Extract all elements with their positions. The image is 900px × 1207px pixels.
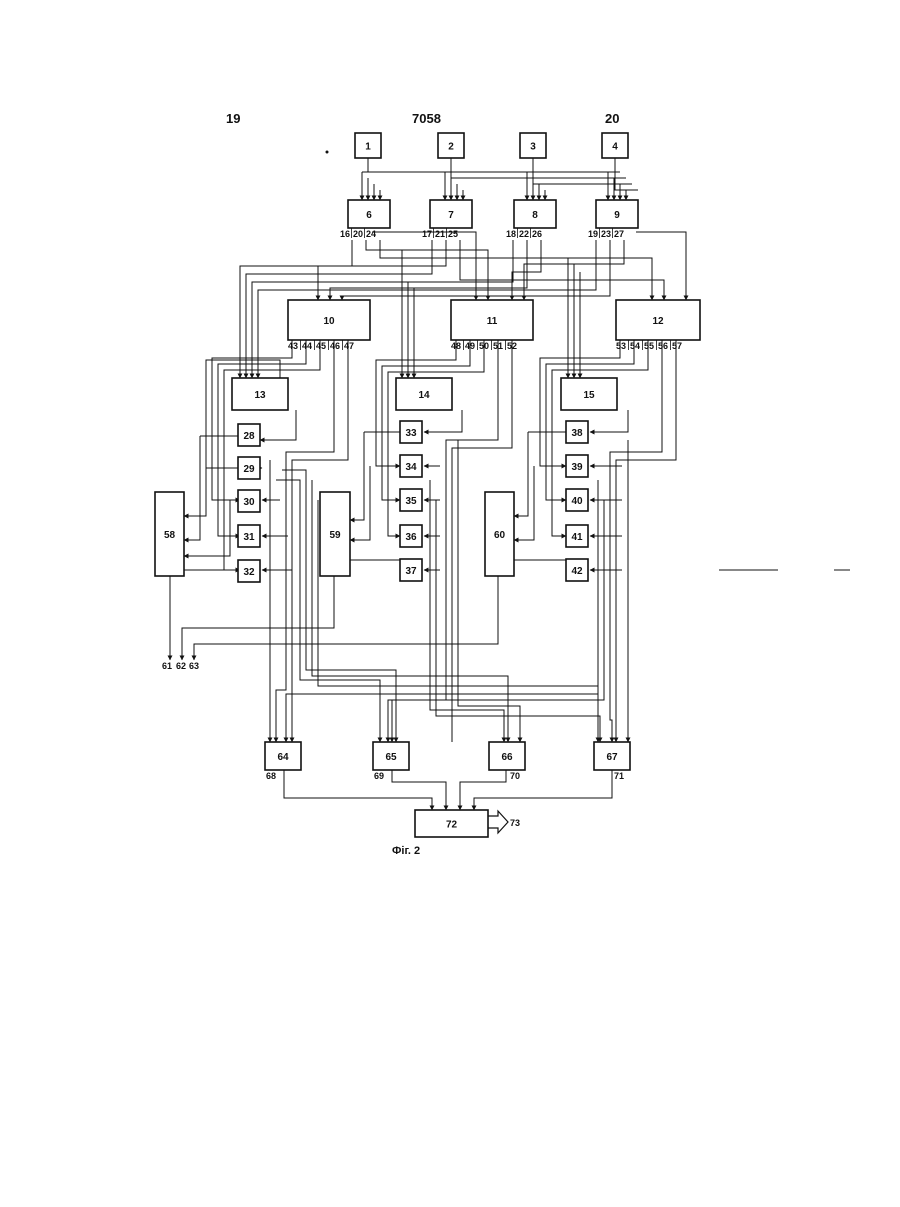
pin-49-label: 49 — [465, 341, 475, 351]
block-65-label: 65 — [385, 752, 397, 763]
pin-24-label: 24 — [366, 229, 376, 239]
pin-19-label: 19 — [588, 229, 598, 239]
pin-17-label: 17 — [422, 229, 432, 239]
block-29-label: 29 — [243, 464, 255, 475]
block-60-label: 60 — [494, 530, 506, 541]
pin-16-label: 16 — [340, 229, 350, 239]
block-1-label: 1 — [365, 142, 371, 153]
pin-50-label: 50 — [479, 341, 489, 351]
block-41-label: 41 — [571, 532, 583, 543]
pin-55-label: 55 — [644, 341, 654, 351]
block-13-label: 13 — [254, 390, 266, 401]
block-12-label: 12 — [652, 316, 664, 327]
pin-57-label: 57 — [672, 341, 682, 351]
block-33-label: 33 — [405, 428, 417, 439]
block-38-label: 38 — [571, 428, 583, 439]
pin-21-label: 21 — [435, 229, 445, 239]
block-30-label: 30 — [243, 497, 255, 508]
block-8-label: 8 — [532, 210, 538, 221]
block-10-label: 10 — [323, 316, 335, 327]
pin-26-label: 26 — [532, 229, 542, 239]
pin-53-label: 53 — [616, 341, 626, 351]
pin-43-label: 43 — [288, 341, 298, 351]
block-34-label: 34 — [405, 462, 417, 473]
block-31-label: 31 — [243, 532, 255, 543]
pin-25-label: 25 — [448, 229, 458, 239]
pin-27-label: 27 — [614, 229, 624, 239]
output-70-label: 70 — [510, 771, 520, 781]
block-7-label: 7 — [448, 210, 454, 221]
pin-51-label: 51 — [493, 341, 503, 351]
block-58-label: 58 — [164, 530, 176, 541]
pin-47-label: 47 — [344, 341, 354, 351]
pin-22-label: 22 — [519, 229, 529, 239]
output-62-label: 62 — [176, 661, 186, 671]
output-71-label: 71 — [614, 771, 624, 781]
pin-52-label: 52 — [507, 341, 517, 351]
block-67-label: 67 — [606, 752, 618, 763]
output-68-label: 68 — [266, 771, 276, 781]
pin-54-label: 54 — [630, 341, 640, 351]
block-4-label: 4 — [612, 142, 618, 153]
block-36-label: 36 — [405, 532, 417, 543]
block-37-label: 37 — [405, 566, 417, 577]
block-15-label: 15 — [583, 390, 595, 401]
block-6-label: 6 — [366, 210, 372, 221]
block-14-label: 14 — [418, 390, 430, 401]
block-3-label: 3 — [530, 142, 536, 153]
figure-caption: Фіг. 2 — [392, 845, 420, 857]
pin-56-label: 56 — [658, 341, 668, 351]
block-42-label: 42 — [571, 566, 583, 577]
block-9-label: 9 — [614, 210, 620, 221]
block-35-label: 35 — [405, 496, 417, 507]
block-40-label: 40 — [571, 496, 583, 507]
pin-20-label: 20 — [353, 229, 363, 239]
block-59-label: 59 — [329, 530, 341, 541]
output-63-label: 63 — [189, 661, 199, 671]
block-32-label: 32 — [243, 567, 255, 578]
pin-46-label: 46 — [330, 341, 340, 351]
pin-18-label: 18 — [506, 229, 516, 239]
output-61-label: 61 — [162, 661, 172, 671]
block-72-label: 72 — [446, 820, 458, 831]
pin-45-label: 45 — [316, 341, 326, 351]
output-69-label: 69 — [374, 771, 384, 781]
block-66-label: 66 — [501, 752, 513, 763]
block-2-label: 2 — [448, 142, 454, 153]
output-73-label: 73 — [510, 818, 520, 828]
pin-23-label: 23 — [601, 229, 611, 239]
block-39-label: 39 — [571, 462, 583, 473]
block-64-label: 64 — [277, 752, 289, 763]
block-11-label: 11 — [487, 316, 498, 327]
pin-48-label: 48 — [451, 341, 461, 351]
block-28-label: 28 — [243, 431, 255, 442]
pin-44-label: 44 — [302, 341, 312, 351]
